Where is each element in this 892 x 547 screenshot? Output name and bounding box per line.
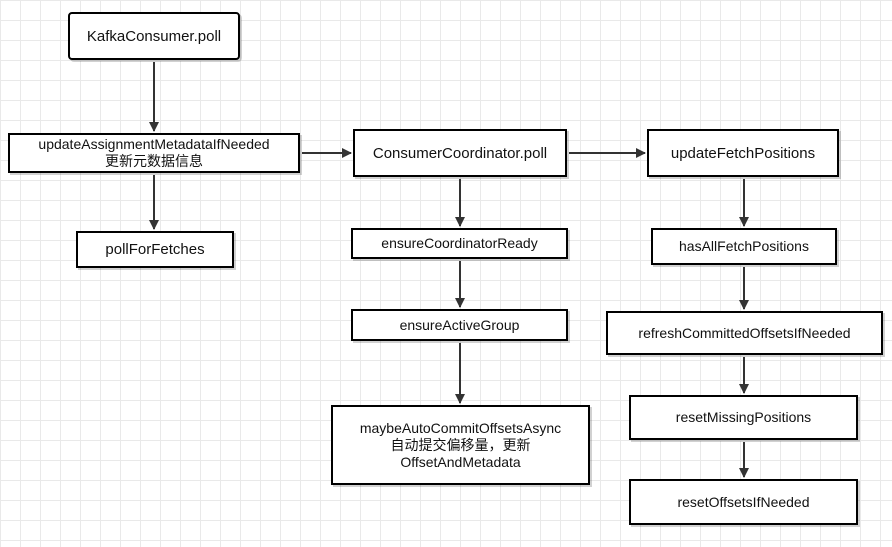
node-reset-missing-positions-label: resetMissingPositions: [675, 409, 812, 425]
node-maybe-auto-commit-label: maybeAutoCommitOffsetsAsync: [359, 419, 562, 436]
node-kafka-consumer-poll-label: KafkaConsumer.poll: [86, 27, 222, 45]
node-update-fetch-positions: updateFetchPositions: [647, 129, 839, 177]
node-update-fetch-positions-label: updateFetchPositions: [670, 144, 816, 162]
node-update-assignment-metadata-label: updateAssignmentMetadataIfNeeded: [38, 136, 270, 152]
node-kafka-consumer-poll: KafkaConsumer.poll: [68, 12, 240, 60]
node-update-assignment-metadata-note: 更新元数据信息: [105, 153, 203, 169]
node-ensure-coordinator-ready-label: ensureCoordinatorReady: [381, 235, 538, 251]
node-poll-for-fetches-label: pollForFetches: [105, 241, 205, 258]
node-reset-missing-positions: resetMissingPositions: [629, 395, 858, 440]
node-consumer-coordinator-poll-label: ConsumerCoordinator.poll: [372, 144, 548, 162]
node-poll-for-fetches: pollForFetches: [76, 231, 234, 268]
node-refresh-committed-offsets-label: refreshCommittedOffsetsIfNeeded: [638, 324, 851, 341]
node-ensure-active-group-label: ensureActiveGroup: [399, 316, 520, 333]
node-ensure-active-group: ensureActiveGroup: [351, 309, 568, 341]
node-reset-offsets-if-needed: resetOffsetsIfNeeded: [629, 479, 858, 525]
node-maybe-auto-commit-note-2: OffsetAndMetadata: [400, 453, 521, 470]
node-refresh-committed-offsets: refreshCommittedOffsetsIfNeeded: [606, 311, 883, 355]
node-ensure-coordinator-ready: ensureCoordinatorReady: [351, 228, 568, 259]
node-update-assignment-metadata: updateAssignmentMetadataIfNeeded 更新元数据信息: [8, 133, 300, 173]
node-consumer-coordinator-poll: ConsumerCoordinator.poll: [353, 129, 567, 177]
node-maybe-auto-commit-note: 自动提交偏移量，更新: [390, 436, 531, 453]
node-has-all-fetch-positions-label: hasAllFetchPositions: [679, 238, 809, 254]
node-has-all-fetch-positions: hasAllFetchPositions: [651, 228, 837, 265]
node-reset-offsets-if-needed-label: resetOffsetsIfNeeded: [677, 493, 810, 510]
node-maybe-auto-commit-offsets-async: maybeAutoCommitOffsetsAsync 自动提交偏移量，更新 O…: [331, 405, 590, 485]
